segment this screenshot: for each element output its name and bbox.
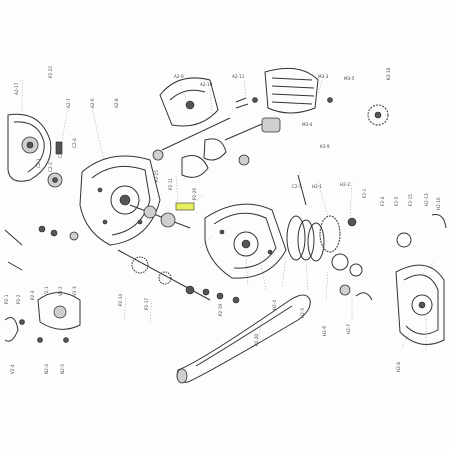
silencer bbox=[176, 294, 311, 384]
leader-lines bbox=[21, 79, 435, 350]
highlighted-part bbox=[175, 202, 195, 211]
right-side-cover bbox=[395, 214, 447, 345]
left-flywheel-cover bbox=[7, 113, 52, 182]
bottom-left-parts bbox=[4, 292, 81, 343]
part-label-lbl-mid-5: P2-25 bbox=[154, 170, 159, 182]
bottom-center-parts bbox=[202, 284, 373, 304]
clutch-pack bbox=[286, 215, 363, 277]
part-label-lbl-top-13: K3-10 bbox=[386, 67, 391, 80]
part-label-lbl-top-3: A2-7 bbox=[66, 98, 71, 108]
part-label-lbl-low-17: H2-7 bbox=[346, 324, 351, 334]
part-label-lbl-low-1: P2-1 bbox=[4, 294, 9, 304]
part-label-lbl-low-12: P2-19 bbox=[218, 304, 223, 316]
part-label-lbl-low-9: N2-5 bbox=[60, 364, 65, 374]
part-label-lbl-low-7: V2-4 bbox=[10, 364, 15, 374]
part-label-lbl-low-10: P2-14 bbox=[118, 294, 123, 306]
left-small-parts bbox=[4, 141, 79, 271]
part-label-lbl-mid-4: C2-4 bbox=[72, 138, 77, 148]
part-label-lbl-top-1: P2-22 bbox=[48, 66, 53, 78]
part-label-lbl-mid-11: F2-1 bbox=[362, 188, 367, 198]
part-label-lbl-mid-13: F2-5 bbox=[394, 196, 399, 206]
crankshaft bbox=[152, 117, 263, 178]
left-crankcase bbox=[79, 155, 161, 246]
part-label-lbl-top-12: K3-9 bbox=[320, 144, 330, 149]
gearbox-shafts bbox=[117, 202, 211, 301]
part-label-lbl-top-11: M3-4 bbox=[302, 122, 313, 127]
part-label-lbl-mid-15: H2-13 bbox=[424, 193, 429, 206]
part-label-lbl-mid-1: C2-1 bbox=[36, 158, 41, 168]
exhaust-pipe bbox=[297, 132, 426, 228]
part-label-lbl-top-7: A2-10 bbox=[200, 82, 213, 87]
part-label-lbl-mid-12: F2-4 bbox=[380, 196, 385, 206]
top-right-gear bbox=[367, 104, 389, 126]
part-label-lbl-top-4: A2-6 bbox=[90, 98, 95, 108]
part-label-lbl-mid-10: H2-2 bbox=[340, 182, 350, 187]
part-label-lbl-top-10: M3-5 bbox=[344, 76, 355, 81]
part-label-lbl-top-9: M3-3 bbox=[318, 74, 329, 79]
part-label-lbl-mid-2: C2-2 bbox=[48, 162, 53, 172]
part-label-lbl-top-6: A2-9 bbox=[174, 74, 184, 79]
part-label-lbl-mid-3: C2-3 bbox=[58, 148, 63, 158]
part-label-lbl-low-3: P2-3 bbox=[30, 290, 35, 300]
part-label-lbl-low-11: P2-17 bbox=[144, 298, 149, 310]
part-label-lbl-mid-14: F2-15 bbox=[408, 194, 413, 206]
part-label-lbl-low-2: P2-2 bbox=[16, 294, 21, 304]
part-label-lbl-low-13: P2-20 bbox=[254, 334, 259, 346]
part-label-lbl-top-5: A2-8 bbox=[114, 98, 119, 108]
part-label-lbl-low-6: V2-3 bbox=[72, 286, 77, 296]
part-label-lbl-mid-8: C2-5 bbox=[292, 184, 302, 189]
part-label-lbl-low-14: H2-4 bbox=[272, 300, 277, 310]
part-label-lbl-low-5: V2-2 bbox=[58, 286, 63, 296]
part-label-lbl-top-8: A2-11 bbox=[232, 74, 245, 79]
part-label-lbl-mid-6: P2-11 bbox=[168, 178, 173, 190]
part-label-lbl-mid-16: H2-16 bbox=[436, 197, 441, 210]
right-crankcase bbox=[204, 203, 287, 279]
part-label-lbl-mid-9: H2-1 bbox=[312, 184, 322, 189]
part-label-lbl-low-4: V2-1 bbox=[44, 286, 49, 296]
top-cylinder-group bbox=[159, 67, 333, 133]
part-label-lbl-mid-7: P2-26 bbox=[192, 188, 197, 200]
part-label-lbl-low-15: H2-5 bbox=[300, 308, 305, 318]
part-label-lbl-low-8: N2-4 bbox=[44, 364, 49, 374]
part-label-lbl-low-18: H2-8 bbox=[396, 362, 401, 372]
part-label-lbl-top-2: A2-17 bbox=[14, 82, 19, 95]
part-label-lbl-low-16: H2-6 bbox=[322, 326, 327, 336]
